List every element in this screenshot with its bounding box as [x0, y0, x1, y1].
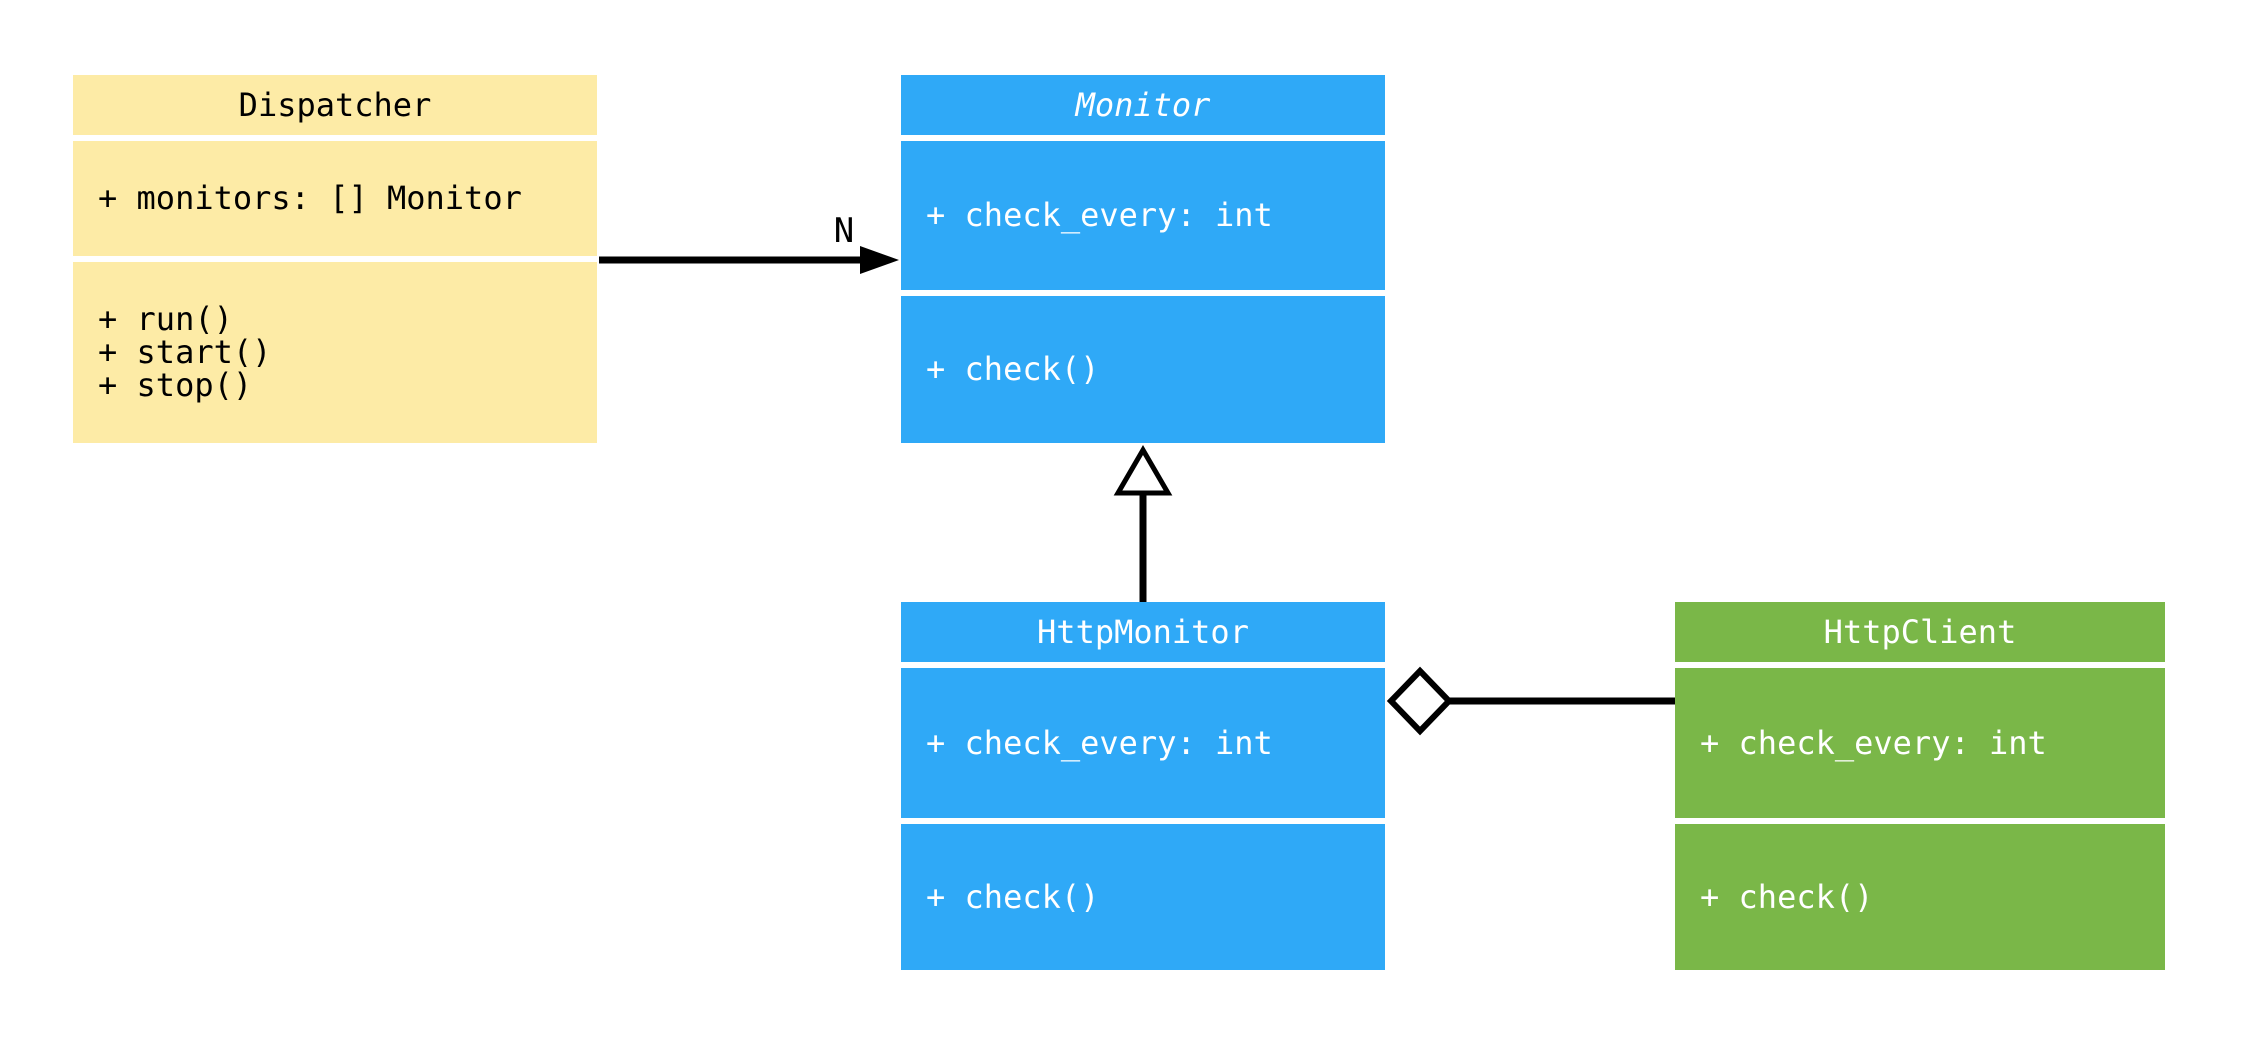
http-client-attribute-check-every: + check_every: int [1700, 723, 2047, 762]
http-client-method-check: + check() [1700, 877, 1874, 916]
class-box-http-client: HttpClient + check_every: int + check() [1675, 602, 2165, 970]
dispatcher-attribute-monitors: + monitors: [] Monitor [98, 179, 522, 217]
monitor-class-title: Monitor [901, 75, 1385, 135]
dispatcher-method-stop: + stop() [98, 366, 253, 404]
http-monitor-attributes-compartment: + check_every: int [901, 668, 1385, 818]
dispatcher-class-title: Dispatcher [73, 75, 597, 135]
association-arrowhead-icon [860, 246, 899, 274]
dispatcher-method-run: + run() [98, 300, 233, 338]
http-monitor-attribute-check-every: + check_every: int [926, 723, 1273, 762]
monitor-methods-compartment: + check() [901, 296, 1385, 443]
monitor-attribute-check-every: + check_every: int [926, 196, 1273, 234]
http-client-methods-compartment: + check() [1675, 824, 2165, 970]
generalization-triangle-icon [1113, 445, 1173, 496]
class-box-dispatcher: Dispatcher + monitors: [] Monitor + run(… [73, 75, 597, 443]
class-box-monitor: Monitor + check_every: int + check() [901, 75, 1385, 443]
http-client-attributes-compartment: + check_every: int [1675, 668, 2165, 818]
generalization-http-monitor-to-monitor [1113, 445, 1173, 602]
http-monitor-method-check: + check() [926, 877, 1100, 916]
dispatcher-method-start: + start() [98, 333, 272, 371]
dispatcher-attributes-compartment: + monitors: [] Monitor [73, 141, 597, 256]
http-monitor-class-title: HttpMonitor [901, 602, 1385, 662]
http-client-class-title: HttpClient [1675, 602, 2165, 662]
aggregation-diamond-icon [1386, 666, 1454, 736]
class-box-http-monitor: HttpMonitor + check_every: int + check() [901, 602, 1385, 970]
aggregation-http-monitor-to-http-client [1386, 666, 1675, 736]
association-multiplicity-label: N [834, 211, 854, 251]
http-monitor-methods-compartment: + check() [901, 824, 1385, 970]
monitor-attributes-compartment: + check_every: int [901, 141, 1385, 290]
monitor-method-check: + check() [926, 350, 1100, 388]
association-dispatcher-to-monitor: N [599, 211, 899, 274]
dispatcher-methods-compartment: + run() + start() + stop() [73, 262, 597, 443]
